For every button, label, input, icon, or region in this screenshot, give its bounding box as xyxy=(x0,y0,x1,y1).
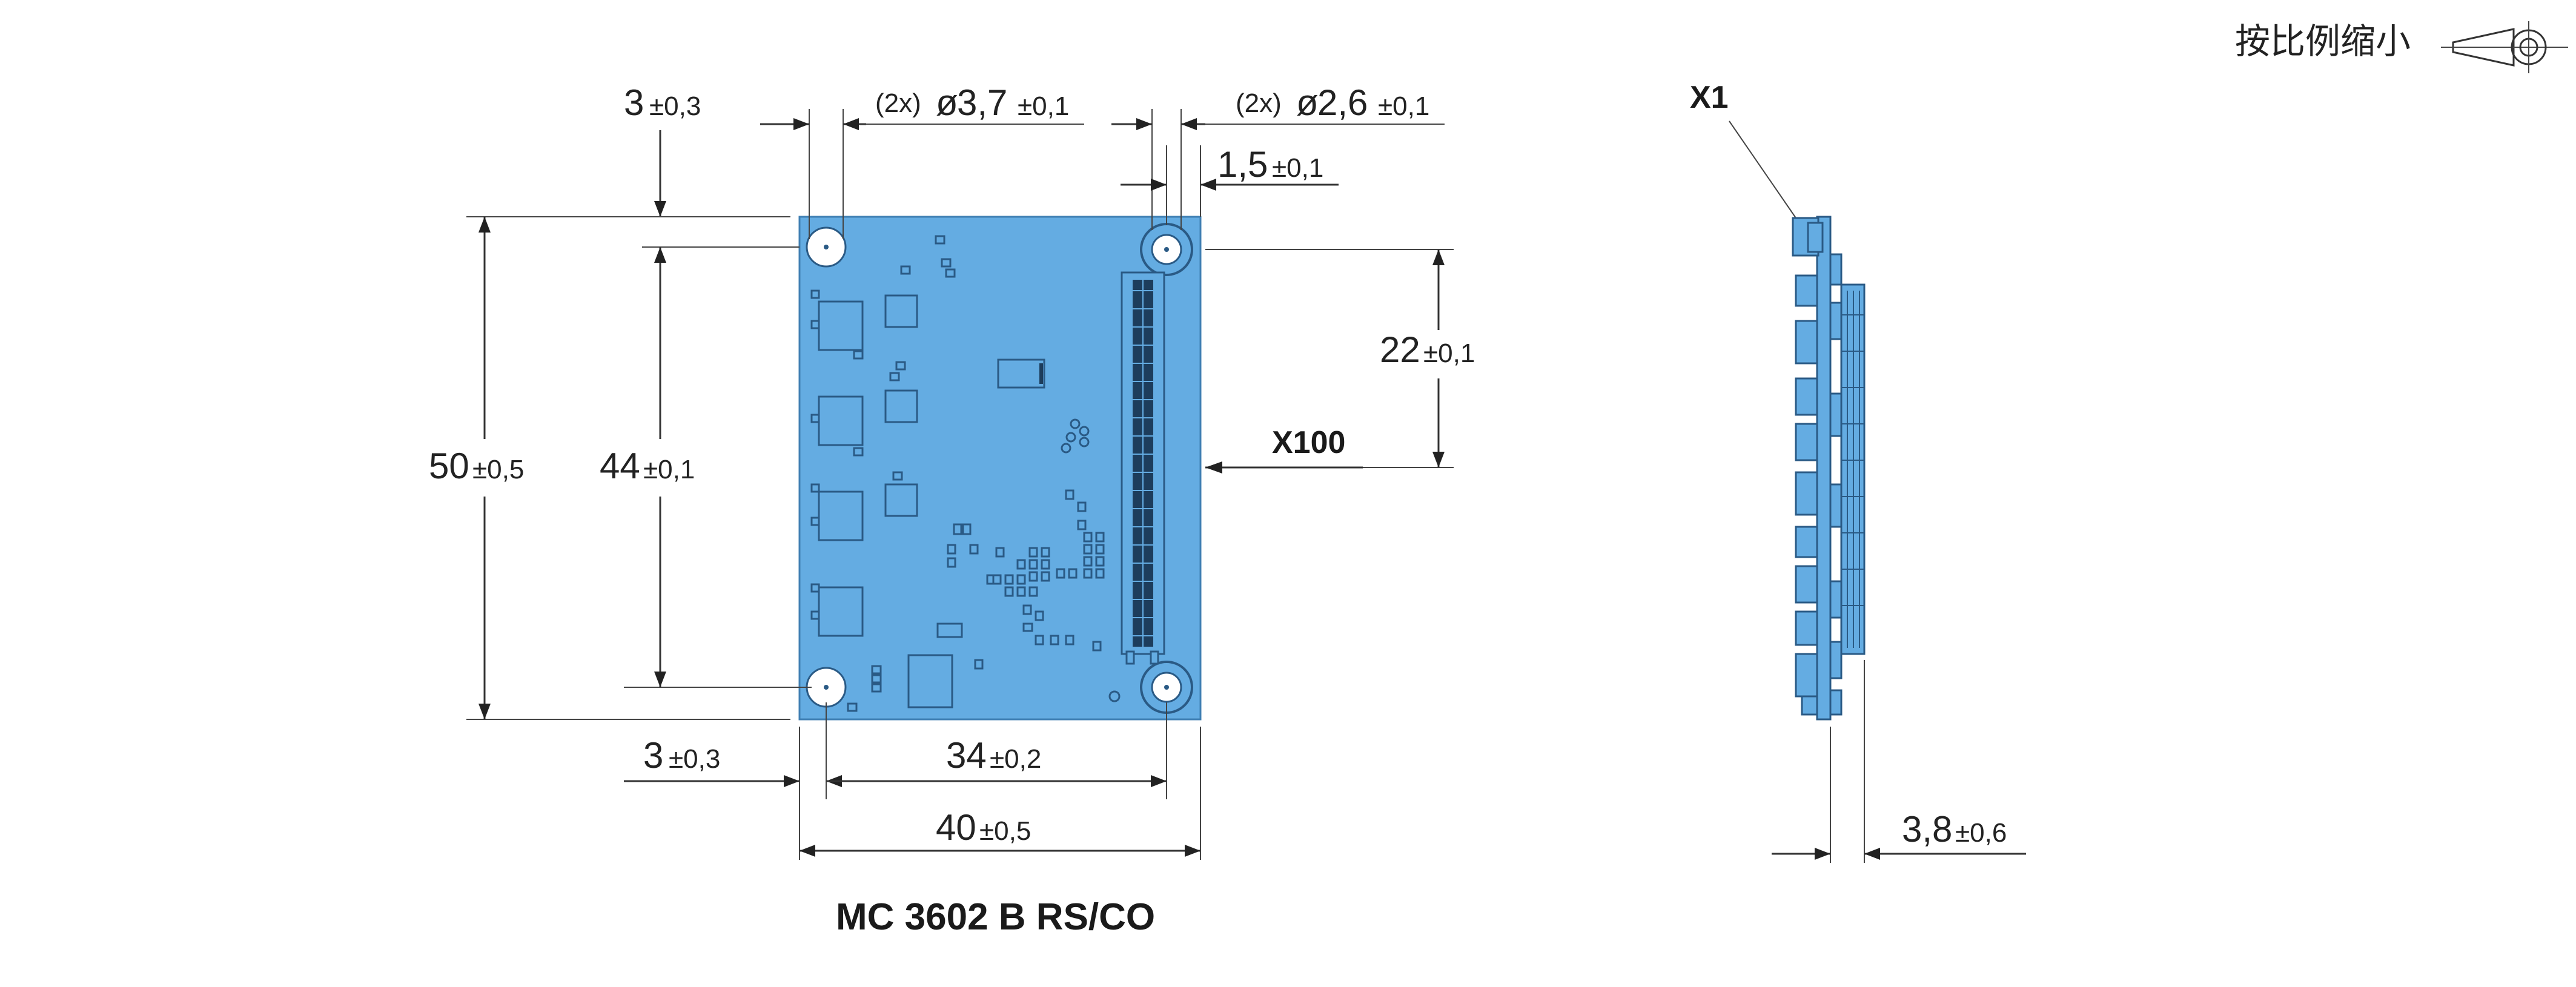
dim-top-offset-tol: ±0,3 xyxy=(649,91,701,121)
projection-symbol-icon xyxy=(2441,21,2568,73)
mounting-hole-top-left xyxy=(806,226,847,268)
dim-height-value: 50 xyxy=(429,446,469,486)
dim-hole-right-symbol: ø xyxy=(1296,82,1319,123)
mounting-hole-bottom-left xyxy=(806,667,847,708)
dim-hole-left-symbol: ø xyxy=(936,82,958,123)
dimension-lines xyxy=(466,109,1454,860)
dim-thickness-tol: ±0,6 xyxy=(1955,818,2007,848)
connector-label-x100: X100 xyxy=(1272,425,1345,460)
mounting-hole-top-right xyxy=(1140,223,1193,276)
dim-left-offset-value: 3 xyxy=(643,735,663,776)
connector-x100 xyxy=(1121,271,1165,665)
model-label: MC 3602 B RS/CO xyxy=(836,896,1155,938)
dim-height-tol: ±0,5 xyxy=(472,455,524,484)
chip-group xyxy=(818,294,1045,708)
dim-hole-right-value: 2,6 xyxy=(1317,82,1368,123)
dim-hole-left-prefix: (2x) xyxy=(875,88,921,118)
dim-hole-edge-tol: ±0,1 xyxy=(1272,153,1323,183)
side-label-x1: X1 xyxy=(1690,80,1729,115)
dim-hole-right-tol: ±0,1 xyxy=(1378,91,1429,121)
dim-width-tol: ±0,5 xyxy=(979,816,1031,846)
scale-note: 按比例缩小 xyxy=(2235,21,2568,73)
passive-components xyxy=(810,235,1121,712)
dim-hole-left-value: 3,7 xyxy=(957,82,1007,123)
dim-hole-spacing-v-value: 44 xyxy=(600,446,640,486)
front-view: 3 ±0,3 (2x) ø 3,7 ±0,1 (2x) ø 2,6 ±0,1 1… xyxy=(429,82,1475,938)
dim-hole-edge-value: 1,5 xyxy=(1217,144,1268,185)
dim-connector-offset-tol: ±0,1 xyxy=(1423,338,1475,368)
dim-hole-spacing-v-tol: ±0,1 xyxy=(643,455,695,484)
dim-hole-spacing-h-value: 34 xyxy=(946,735,987,776)
dim-top-offset-value: 3 xyxy=(624,82,644,123)
dim-hole-right-prefix: (2x) xyxy=(1236,88,1282,118)
dim-thickness-value: 3,8 xyxy=(1902,809,1952,850)
dim-left-offset-tol: ±0,3 xyxy=(669,744,720,774)
side-view: X1 xyxy=(1690,80,2026,863)
scale-note-label: 按比例缩小 xyxy=(2235,22,2411,61)
dim-connector-offset-value: 22 xyxy=(1380,329,1420,370)
dim-hole-left-tol: ±0,1 xyxy=(1018,91,1069,121)
dim-width-value: 40 xyxy=(936,807,976,848)
dim-hole-spacing-h-tol: ±0,2 xyxy=(990,744,1041,774)
